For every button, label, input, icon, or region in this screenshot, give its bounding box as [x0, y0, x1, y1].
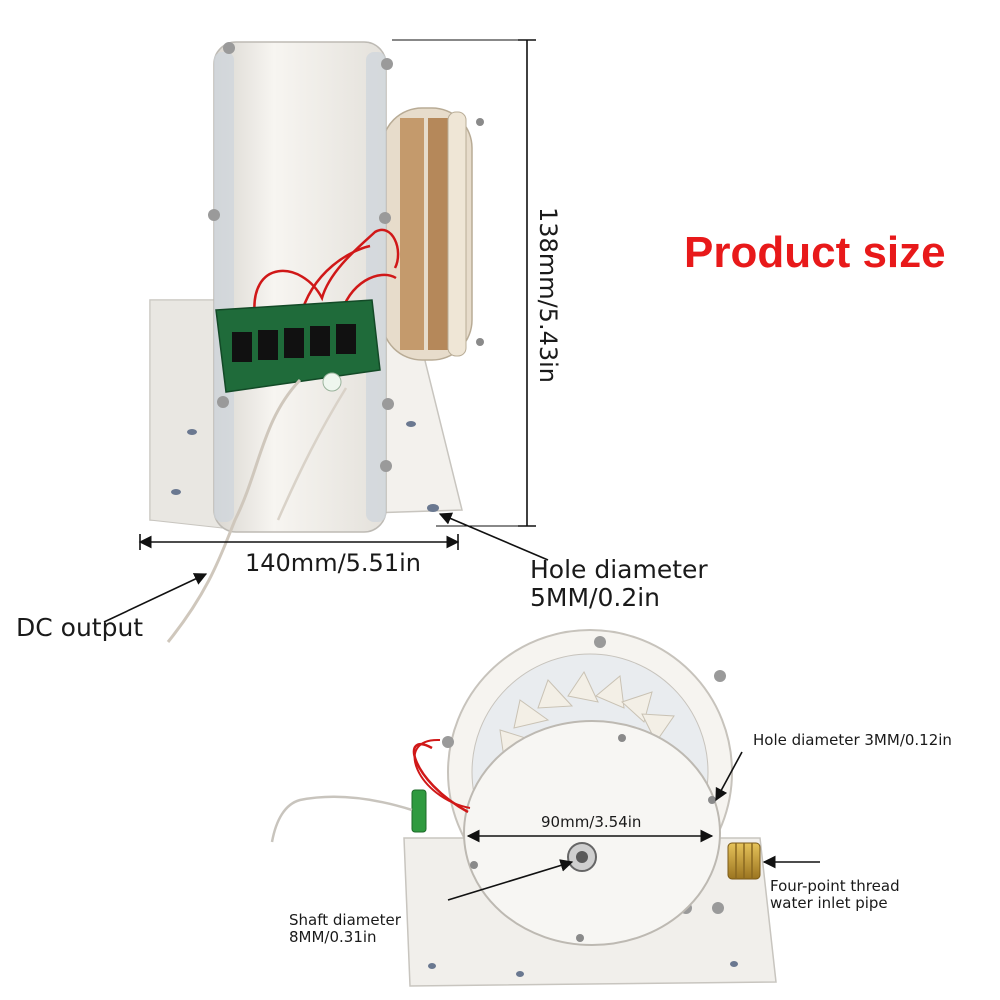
- small-hole-diameter-label: Hole diameter 3MM/0.12in: [753, 731, 952, 749]
- rectifier-pcb: [215, 299, 381, 393]
- hole-diameter-arrow: [438, 512, 549, 561]
- hole-diameter-label-line1: Hole diameter: [530, 555, 708, 584]
- dimension-lines: [103, 39, 820, 901]
- water-inlet-pipe: [727, 842, 761, 880]
- dc-output-label: DC output: [16, 613, 144, 642]
- rotor-stack: [381, 107, 484, 361]
- disc-diameter-label: 90mm/3.54in: [541, 813, 642, 831]
- water-inlet-label: Four-point thread water inlet pipe: [770, 878, 900, 912]
- front-disc: [463, 720, 721, 946]
- shaft-diameter-label-line1: Shaft diameter: [289, 911, 401, 929]
- shaft-arrow: [447, 859, 574, 901]
- hole-diameter-label: Hole diameter 5MM/0.2in: [530, 556, 708, 612]
- small-hole-arrow: [715, 751, 743, 802]
- top-generator-side-view: [149, 41, 484, 643]
- height-dimension-label: 138mm/5.43in: [534, 207, 562, 383]
- dc-output-arrow: [103, 573, 208, 623]
- product-size-title: Product size: [684, 228, 946, 277]
- water-inlet-label-line2: water inlet pipe: [770, 893, 888, 912]
- water-inlet-label-line1: Four-point thread: [770, 877, 900, 895]
- width-dimension-label: 140mm/5.51in: [245, 549, 421, 577]
- generator-housing: [208, 41, 394, 533]
- hole-diameter-label-line2: 5MM/0.2in: [530, 583, 661, 612]
- shaft-diameter-label-line2: 8MM/0.31in: [289, 927, 377, 946]
- shaft-diameter-label: Shaft diameter 8MM/0.31in: [289, 912, 401, 946]
